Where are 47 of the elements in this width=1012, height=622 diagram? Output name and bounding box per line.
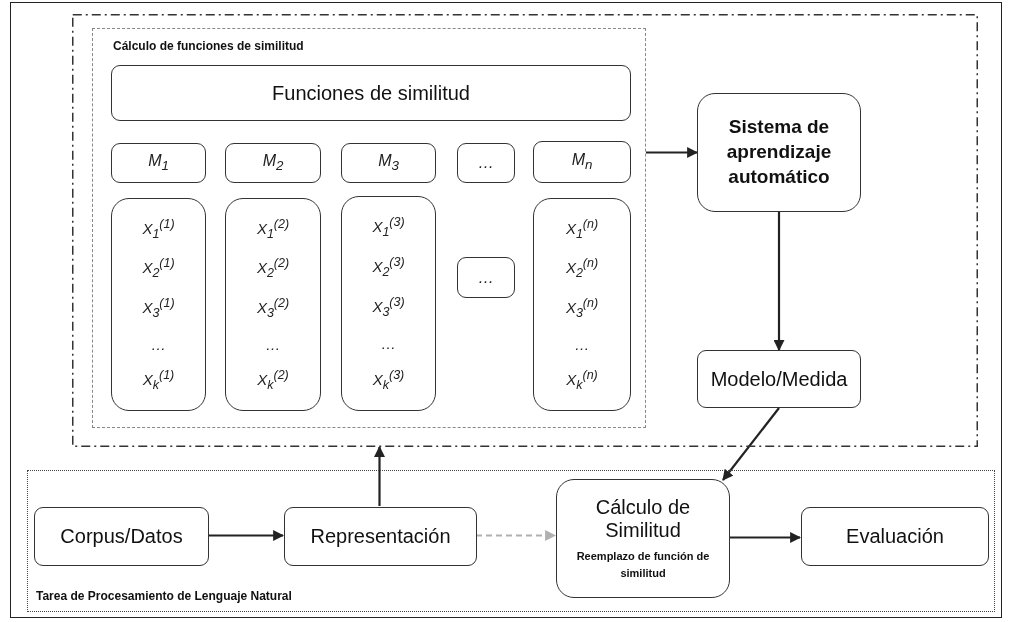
process-box xyxy=(34,507,209,566)
process-box xyxy=(556,479,730,598)
process-box xyxy=(225,143,321,183)
feature-label: … xyxy=(151,335,166,353)
measure-label: M$_{n}$ xyxy=(571,151,593,173)
measure-label: … xyxy=(478,154,494,172)
arrow xyxy=(722,407,780,481)
arrow xyxy=(476,530,557,541)
process-box xyxy=(697,93,861,212)
measure-label: M$_{2}$ xyxy=(262,152,284,174)
process-box xyxy=(111,198,206,411)
measure-label: M$_{1}$ xyxy=(148,152,169,174)
dashed-group-frame xyxy=(92,28,646,428)
arrow xyxy=(646,147,699,158)
arrow xyxy=(374,445,385,506)
box-label: Modelo/Medida xyxy=(710,367,848,391)
process-box xyxy=(284,507,477,566)
box-label: Funciones de similitud xyxy=(272,81,470,105)
dotted-group-frame xyxy=(27,470,995,612)
process-box xyxy=(341,143,436,183)
group-title: Cálculo de funciones de similitud xyxy=(113,39,304,53)
measure-label: M$_{3}$ xyxy=(378,152,399,174)
process-box xyxy=(341,196,436,411)
box-label: Representación xyxy=(310,525,451,548)
box-note: Reemplazo de función de similitud xyxy=(575,549,711,581)
feature-label: … xyxy=(265,335,281,353)
process-box xyxy=(457,143,515,183)
dash-dot-frame xyxy=(72,14,978,447)
process-box xyxy=(111,65,631,121)
feature-label: … xyxy=(574,335,590,353)
feature-label: … xyxy=(381,335,396,352)
process-box xyxy=(533,141,631,183)
arrow xyxy=(208,530,285,541)
measure-label: … xyxy=(478,268,494,287)
process-box xyxy=(225,198,321,411)
arrow xyxy=(773,212,785,352)
process-box xyxy=(457,257,515,298)
box-label: Sistema de aprendizaje automático xyxy=(725,115,833,189)
box-label: Cálculo de Similitud xyxy=(594,496,692,542)
group-title: Tarea de Procesamiento de Lenguaje Natural xyxy=(36,589,292,603)
arrow xyxy=(729,532,802,543)
box-label: Corpus/Datos xyxy=(60,525,183,548)
process-box xyxy=(801,507,989,566)
process-box xyxy=(697,350,861,408)
process-box xyxy=(111,143,206,183)
box-label: Evaluación xyxy=(846,525,944,548)
process-box xyxy=(533,198,631,411)
